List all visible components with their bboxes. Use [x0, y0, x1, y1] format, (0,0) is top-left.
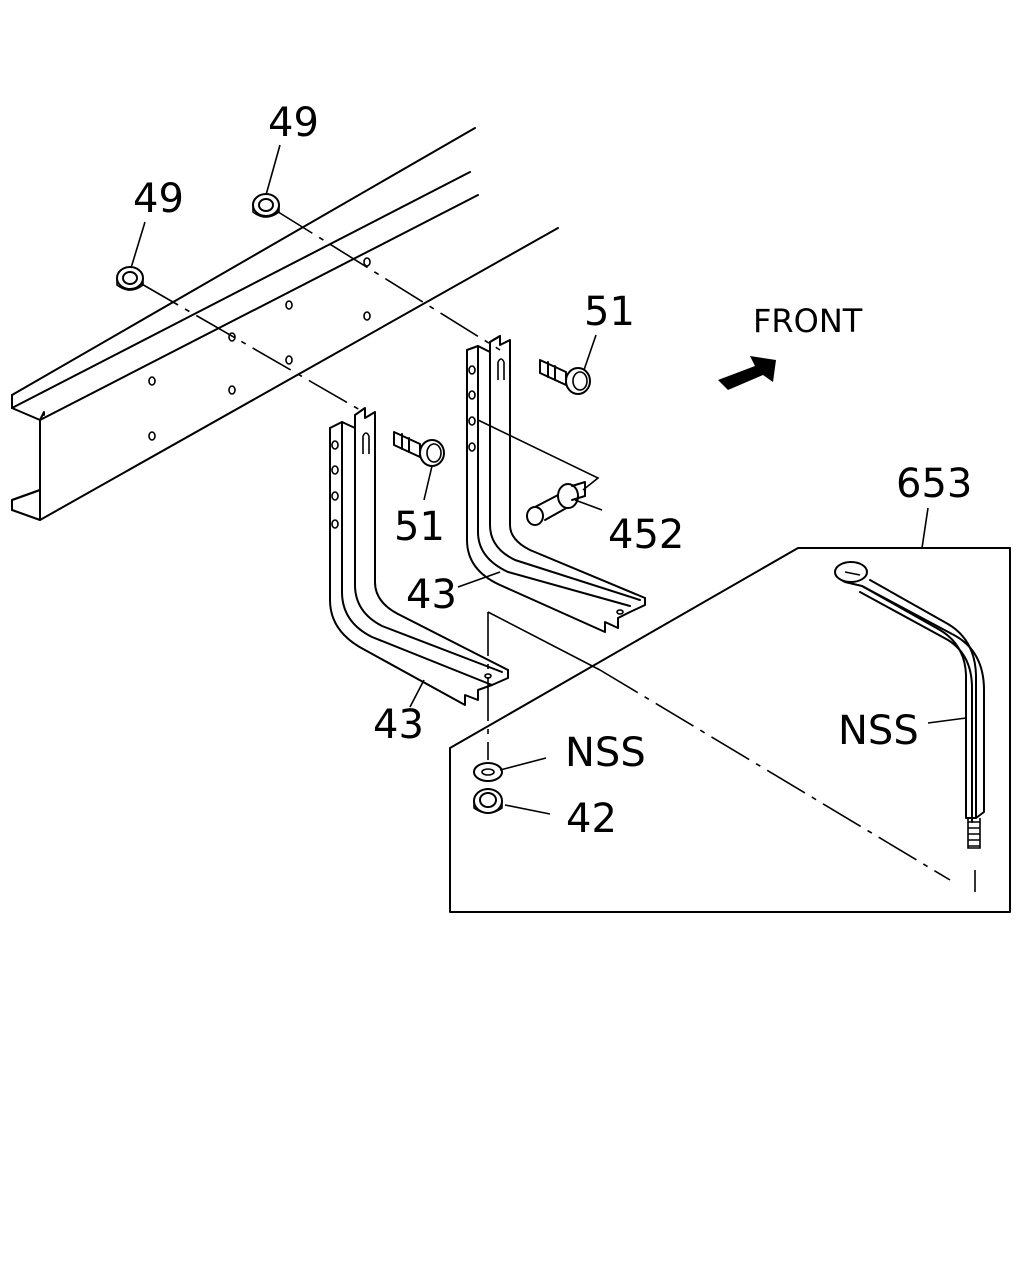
callout-nut-upper: 49	[268, 100, 319, 146]
leader-lines	[130, 144, 967, 815]
callout-kit-strap: NSS	[838, 708, 919, 754]
callout-nut-42: 42	[566, 796, 617, 842]
callout-452: 452	[608, 512, 684, 558]
callout-bolt-upper: 51	[584, 289, 635, 335]
kit-inset-box	[449, 547, 1011, 913]
front-arrow-icon	[718, 356, 776, 390]
flange-bolt-lower	[393, 431, 445, 467]
part-452-clip	[477, 419, 600, 526]
bracket-lower	[329, 407, 509, 706]
nut-42	[473, 788, 503, 814]
callout-kit: 653	[896, 461, 972, 507]
bracket-upper	[466, 335, 646, 633]
callout-washer: NSS	[565, 730, 646, 776]
flange-nut-upper	[252, 193, 280, 218]
callout-bolt-lower: 51	[394, 504, 445, 550]
callout-nut-lower: 49	[133, 176, 184, 222]
frame-rail	[11, 127, 559, 521]
callout-bracket-lower: 43	[373, 702, 424, 748]
flange-nut-lower	[116, 266, 144, 291]
callout-bracket-upper: 43	[406, 572, 457, 618]
strap-rod	[834, 561, 985, 849]
front-label: FRONT	[753, 302, 863, 340]
flange-bolt-upper	[539, 359, 591, 395]
washer	[473, 762, 503, 782]
